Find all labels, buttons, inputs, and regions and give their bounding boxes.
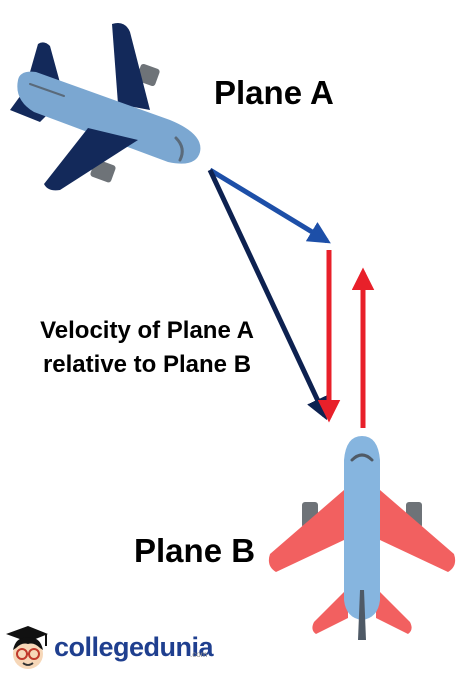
brand-name: collegedunia — [54, 632, 214, 662]
plane-a-label: Plane A — [214, 74, 334, 111]
brand-suffix: .com — [190, 650, 208, 659]
velocity-a-arrow — [208, 167, 331, 244]
relative-label-line-1: Velocity of Plane A — [40, 317, 254, 344]
plane-b-icon — [268, 436, 456, 640]
relative-label-line-2: relative to Plane B — [42, 351, 252, 378]
relative-velocity-arrow — [207, 168, 328, 421]
brand-watermark: collegedunia .com — [0, 622, 240, 676]
plane-b-label: Plane B — [134, 532, 256, 569]
student-mascot-icon — [6, 626, 48, 669]
plane-a-icon — [10, 23, 201, 191]
relative-velocity-label: Velocity of Plane A relative to Plane B — [16, 314, 278, 382]
